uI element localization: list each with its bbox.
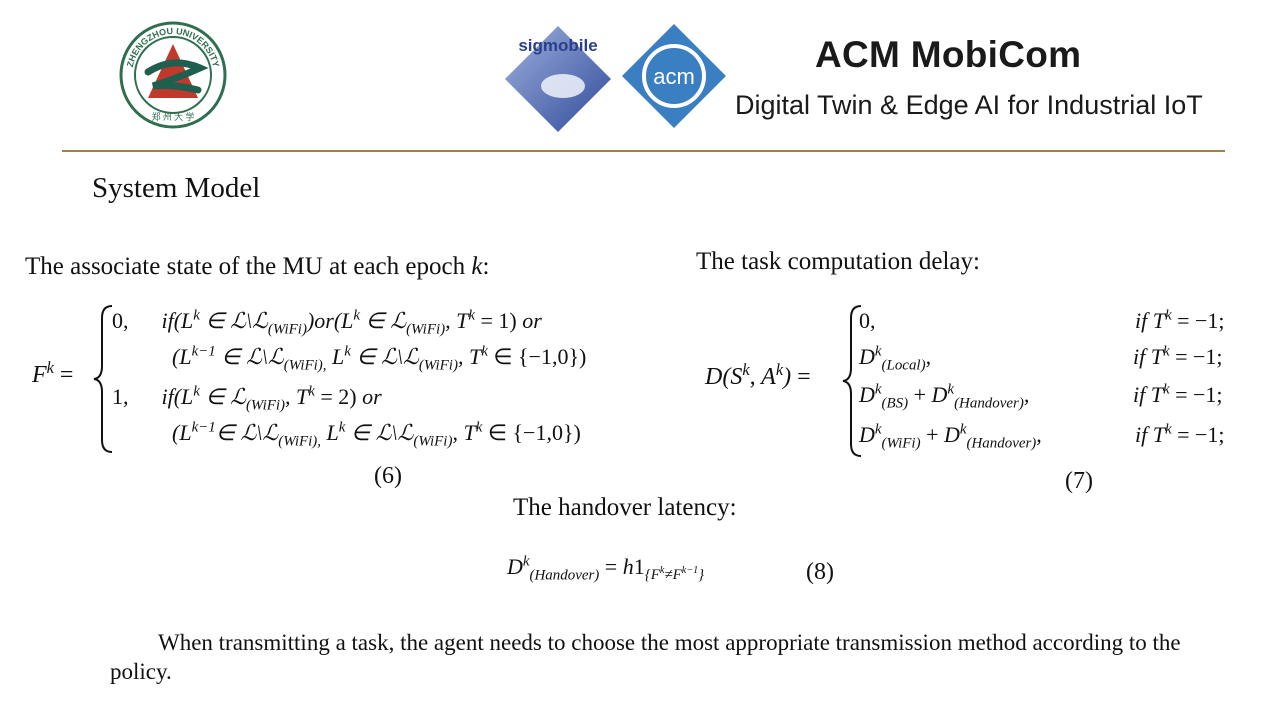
- equation-6: Fk = 0, if(Lk ∈ ℒ\ℒ(WiFi))or(Lk ∈ ℒ(WiFi…: [30, 300, 670, 460]
- eq8-number: (8): [806, 559, 834, 585]
- eq6-case2-line1: 1, if(Lk ∈ ℒ(WiFi), Tk = 2) or: [112, 383, 382, 414]
- eq7-number: (7): [1065, 468, 1093, 494]
- eq6-case1-line1: 0, if(Lk ∈ ℒ\ℒ(WiFi))or(Lk ∈ ℒ(WiFi), Tk…: [112, 307, 542, 338]
- handover-label: The handover latency:: [513, 494, 737, 521]
- svg-text:郑 州 大 学: 郑 州 大 学: [152, 111, 195, 122]
- header-divider: [62, 150, 1225, 152]
- sigmobile-logo: sigmobile: [503, 24, 613, 134]
- epoch-variable: k: [471, 253, 483, 280]
- eq6-case1-line2: (Lk−1 ∈ ℒ\ℒ(WiFi), Lk ∈ ℒ\ℒ(WiFi), Tk ∈ …: [172, 343, 587, 374]
- eq6-number: (6): [374, 463, 402, 489]
- acm-text: acm: [653, 64, 695, 89]
- eq7-cond4: if Tk = −1;: [1135, 421, 1225, 447]
- acm-logo: acm: [620, 22, 728, 130]
- eq7-cond2: if Tk = −1;: [1133, 343, 1223, 369]
- eq7-lhs: D(Sk, Ak) =: [705, 360, 811, 390]
- eq6-lhs: Fk =: [32, 358, 74, 388]
- conference-title: ACM MobiCom: [815, 34, 1082, 75]
- equation-8: Dk(Handover) = h1{Fk≠Fk−1}: [507, 553, 705, 584]
- task-delay-label: The task computation delay:: [696, 248, 980, 275]
- eq6-case2-line2: (Lk−1∈ ℒ\ℒ(WiFi), Lk ∈ ℒ\ℒ(WiFi), Tk ∈ {…: [172, 419, 581, 450]
- zhengzhou-university-logo: ZHENGZHOU UNIVERSITY 郑 州 大 学: [118, 20, 228, 130]
- eq7-case3: Dk(BS) + Dk(Handover),: [859, 381, 1030, 412]
- equation-7: D(Sk, Ak) = 0, Dk(Local), Dk(BS) + Dk(Ha…: [705, 300, 1275, 460]
- policy-paragraph: When transmitting a task, the agent need…: [110, 630, 1181, 684]
- eq7-brace: [842, 305, 862, 457]
- associate-state-colon: :: [482, 253, 490, 280]
- section-title: System Model: [92, 172, 261, 204]
- eq7-case4: Dk(WiFi) + Dk(Handover),: [859, 421, 1042, 452]
- eq6-brace: [93, 305, 113, 453]
- eq7-cond3: if Tk = −1;: [1133, 381, 1223, 407]
- associate-state-label: The associate state of the MU at each ep…: [25, 253, 489, 281]
- eq7-case1: 0,: [859, 308, 876, 333]
- eq7-case2: Dk(Local),: [859, 343, 932, 374]
- associate-state-text: The associate state of the MU at each ep…: [25, 253, 472, 280]
- eq7-cond1: if Tk = −1;: [1135, 307, 1225, 333]
- sigmobile-text: sigmobile: [518, 36, 597, 55]
- conference-subtitle: Digital Twin & Edge AI for Industrial Io…: [735, 90, 1203, 120]
